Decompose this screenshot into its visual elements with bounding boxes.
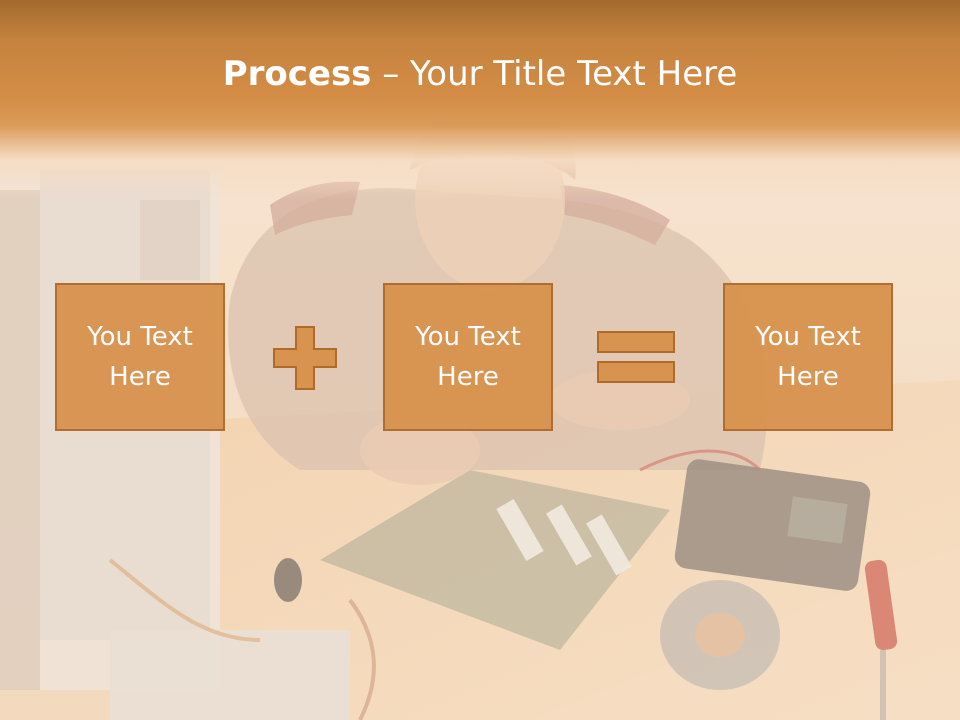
slide-title: Process – Your Title Text Here [0,52,960,96]
box-1-line-2: Here [109,362,171,392]
title-bold: Process [222,54,372,94]
plus-icon [273,326,337,390]
title-band [0,0,960,200]
box-2-line-2: Here [437,362,499,392]
equals-icon [597,331,675,383]
box-3-line-2: Here [777,362,839,392]
box-3-line-1: You Text [755,322,861,352]
process-box-1[interactable]: You Text Here [55,283,225,431]
process-box-2[interactable]: You Text Here [383,283,553,431]
box-2-line-1: You Text [415,322,521,352]
title-rest: – Your Title Text Here [371,54,738,94]
process-box-3[interactable]: You Text Here [723,283,893,431]
box-1-line-1: You Text [87,322,193,352]
